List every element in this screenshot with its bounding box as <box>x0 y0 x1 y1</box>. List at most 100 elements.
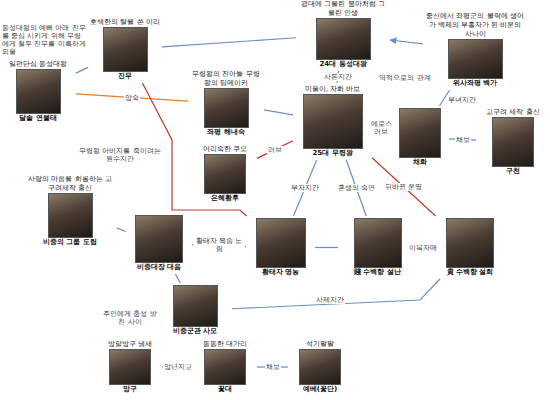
portrait-photo <box>173 285 218 327</box>
character-card: 호색한의 탈을 쓴 이리진무 <box>90 18 160 81</box>
relation-line <box>439 90 449 106</box>
portrait-photo <box>446 218 494 268</box>
relation-label: 채보 <box>455 136 471 144</box>
relation-label: 앙년지교 <box>163 363 193 371</box>
character-card: 미울이, 자화 바보 25대 무령왕 <box>295 85 370 158</box>
character-name: 황태자 명농 <box>248 268 313 277</box>
character-card: 비중군관 사모 <box>160 285 230 336</box>
character-tagline: 방할방구 냄새 <box>100 340 160 349</box>
relation-label: 부자지간 <box>290 184 320 192</box>
character-tagline: 어리숙한 쿠모 <box>195 145 255 154</box>
character-name: 은혜황후 <box>195 194 255 203</box>
relation-line <box>390 40 423 44</box>
character-card: 일편단심 동성대왕달솔 연불태 <box>2 60 74 123</box>
character-tagline: 광대에 그을린 붕마처럼 그을린 인생 <box>298 0 388 18</box>
portrait-photo <box>109 349 151 385</box>
character-name: 달솔 연불태 <box>2 114 74 123</box>
character-name: 위사좌평 백가 <box>425 79 525 88</box>
character-name: 貴 수백향 설희 <box>430 268 510 277</box>
relation-label: 러브 <box>267 146 283 154</box>
relation-line <box>232 279 440 309</box>
character-tagline: 고구려 세작 출신 <box>478 108 548 117</box>
relation-label: 이복자매 <box>408 244 438 252</box>
relation-line <box>162 38 296 47</box>
relation-label: 사제지간 <box>315 296 345 304</box>
character-tagline: 석기팔팔 <box>290 340 350 349</box>
character-name: 24대 동성대왕 <box>298 60 388 69</box>
character-tagline: 중신에서 좌평군의 몰락에 생어가 백제의 부흥자가 된 비운의 사나이 <box>425 12 525 39</box>
relation-line <box>449 139 476 140</box>
relation-line <box>257 141 293 159</box>
character-tagline: 미울이, 자화 바보 <box>295 85 370 94</box>
character-card: 어리숙한 쿠모은혜황후 <box>195 145 255 203</box>
relation-label: 채보 <box>265 363 281 371</box>
character-tagline: 무령왕의 진아들 무령왕의 팀메이커 <box>190 70 262 88</box>
relation-line <box>257 366 288 367</box>
portrait-photo <box>299 349 341 385</box>
character-card: 중신에서 좌평군의 몰락에 생어가 백제의 부흥자가 된 비운의 사나이위사좌평… <box>425 12 525 88</box>
relation-label: 황태자 목숨 노림 <box>193 237 245 253</box>
character-card: 무령왕의 진아들 무령왕의 팀메이커좌평 해내숙 <box>190 70 262 137</box>
relation-label: 뒤바뀐 운명 <box>384 183 423 191</box>
relation-line <box>372 158 436 216</box>
portrait-photo <box>303 94 363 149</box>
character-card: 채화 <box>392 108 447 167</box>
portrait-photo <box>16 69 61 114</box>
relation-line <box>117 228 126 231</box>
character-name: 비중대장 대음 <box>128 263 190 272</box>
character-name: 망구 <box>100 385 160 394</box>
portrait-photo <box>448 39 503 79</box>
portrait-photo <box>492 117 534 167</box>
relation-line <box>337 71 338 83</box>
portrait-photo <box>204 88 249 128</box>
portrait-photo <box>256 218 306 268</box>
relation-label: 앙숙 <box>124 94 140 102</box>
character-card: 동동한 대가리꽃대 <box>195 340 255 394</box>
character-name: 꽃대 <box>195 385 255 394</box>
relation-label: 역적으로의 관계 <box>378 74 431 82</box>
portrait-photo <box>316 18 371 60</box>
character-card: 賤 수백향 설난 <box>340 218 415 277</box>
character-card: 석기팔팔예베(꽃단) <box>290 340 350 394</box>
portrait-photo <box>103 27 148 72</box>
character-name: 진무 <box>90 72 160 81</box>
character-tagline: 호색한의 탈을 쓴 이리 <box>90 18 160 27</box>
relation-line <box>294 160 317 216</box>
relation-line <box>372 129 390 132</box>
relation-line <box>162 366 193 367</box>
portrait-photo <box>354 218 402 268</box>
relation-line <box>76 67 88 73</box>
relation-line <box>192 245 246 247</box>
portrait-photo <box>204 349 246 385</box>
character-card: 사랑의 마음을 희롱하는 고구려세작 출신비중의 그룹 도림 <box>25 175 115 247</box>
character-name: 예베(꽃단) <box>290 385 350 394</box>
character-card: 고구려 세작 출신구천 <box>478 108 548 176</box>
relation-line <box>175 274 180 283</box>
relation-label: 에로스 러브 <box>368 120 394 136</box>
relation-line <box>264 110 293 115</box>
relation-label: 혼생의 숙연 <box>337 184 376 192</box>
note-text: 동성대왕의 예뻐 아래 진무를 중심 시키게 위해 무령에게 철두 진무를 미륵… <box>2 24 87 56</box>
relation-line <box>76 94 188 101</box>
character-name: 비중의 그룹 도림 <box>25 238 115 247</box>
relation-label: 무령왕 아버지를 죽이려는 원수지간 <box>74 147 166 163</box>
portrait-photo <box>399 108 441 158</box>
character-name: 채화 <box>392 158 447 167</box>
portrait-photo <box>135 215 183 263</box>
portrait-photo <box>204 154 246 194</box>
relation-label: 사돈지간 <box>323 73 353 81</box>
character-card: 방할방구 냄새망구 <box>100 340 160 394</box>
character-card: 貴 수백향 설희 <box>430 218 510 277</box>
character-card: 황태자 명농 <box>248 218 313 277</box>
relation-line <box>346 160 366 216</box>
character-name: 25대 무령왕 <box>295 149 370 158</box>
character-tagline: 동동한 대가리 <box>195 340 255 349</box>
character-tagline: 사랑의 마음을 희롱하는 고구려세작 출신 <box>25 175 115 193</box>
character-name: 구천 <box>478 167 548 176</box>
character-name: 좌평 해내숙 <box>190 128 262 137</box>
character-name: 賤 수백향 설난 <box>340 268 415 277</box>
portrait-photo <box>48 193 93 238</box>
relation-label: 부녀지간 <box>447 96 477 104</box>
relation-line <box>417 247 428 248</box>
